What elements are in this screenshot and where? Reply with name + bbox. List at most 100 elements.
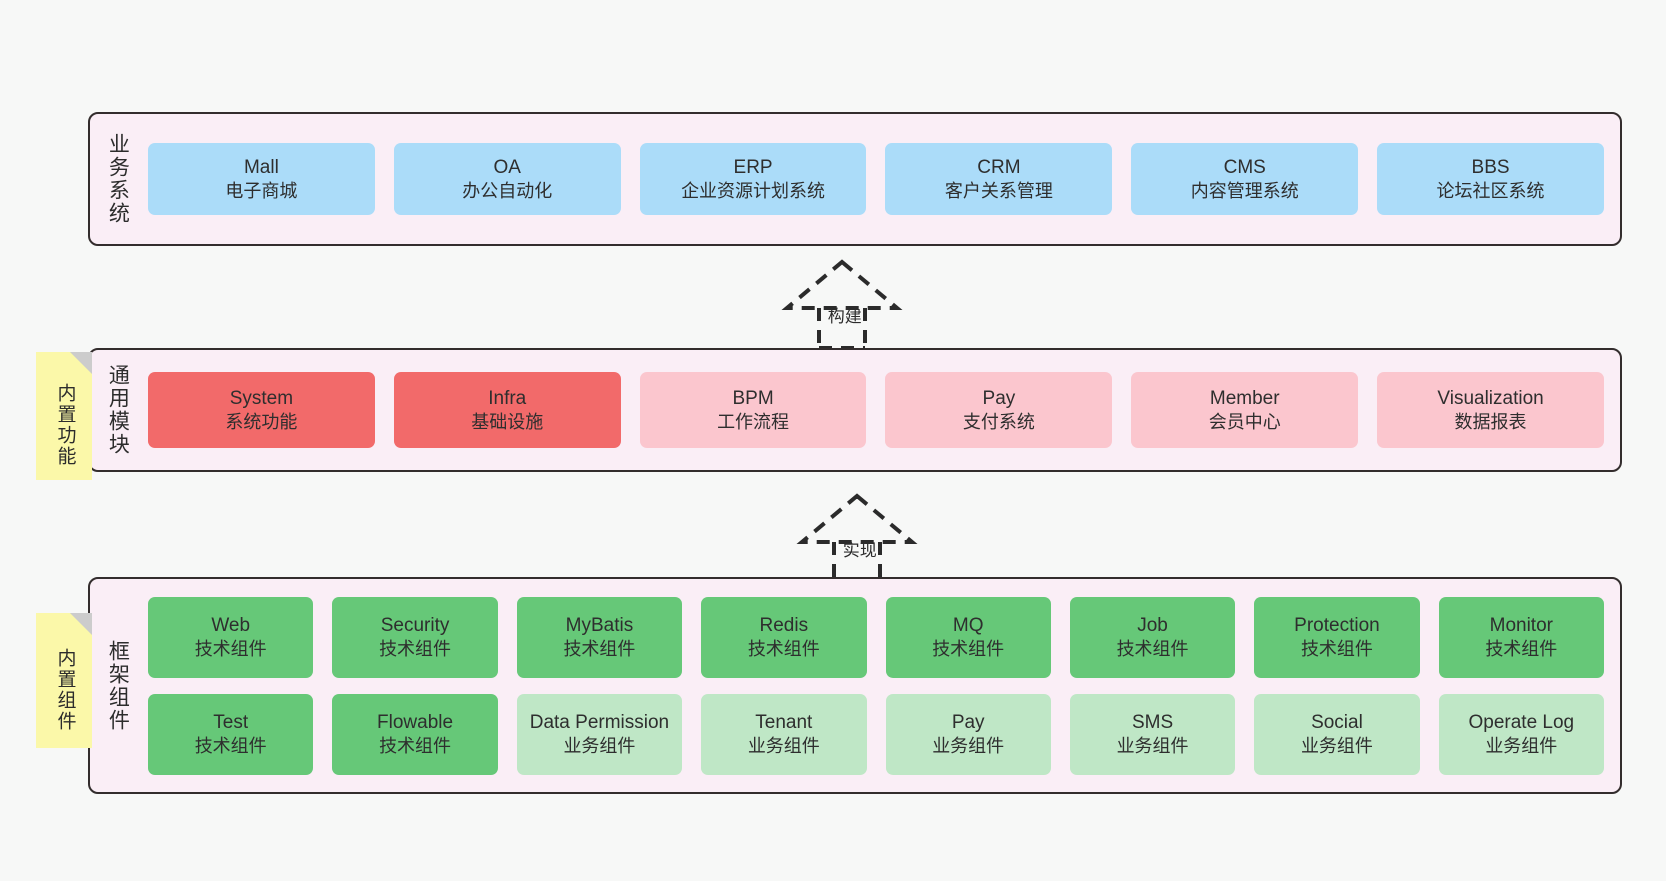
node-name: SMS <box>1131 712 1174 734</box>
node-name: MQ <box>952 615 984 637</box>
node-subtitle: 电子商城 <box>225 180 298 201</box>
node-subtitle: 技术组件 <box>1485 638 1558 659</box>
node-name: Tenant <box>755 712 813 734</box>
node-name: BPM <box>732 388 774 410</box>
node-data-permission[interactable]: Data Permission 业务组件 <box>516 693 683 775</box>
layer-title-text: 框架组件 <box>106 639 130 732</box>
node-web[interactable]: Web 技术组件 <box>148 596 314 678</box>
node-name: Visualization <box>1437 388 1544 410</box>
node-mybatis[interactable]: MyBatis 技术组件 <box>516 596 683 678</box>
node-name: Pay <box>982 388 1016 410</box>
node-subtitle: 会员中心 <box>1208 411 1281 432</box>
node-mall[interactable]: Mall 电子商城 <box>148 143 375 215</box>
node-name: Mall <box>243 157 279 179</box>
node-bpm[interactable]: BPM 工作流程 <box>639 372 867 448</box>
node-subtitle: 业务组件 <box>1300 735 1373 756</box>
node-name: Operate Log <box>1468 712 1575 734</box>
node-system[interactable]: System 系统功能 <box>148 372 375 448</box>
node-row: Web 技术组件 Security 技术组件 MyBatis 技术组件 Redi… <box>148 596 1604 678</box>
node-member[interactable]: Member 会员中心 <box>1131 372 1359 448</box>
node-subtitle: 技术组件 <box>194 638 267 659</box>
node-subtitle: 技术组件 <box>1300 638 1373 659</box>
node-subtitle: 业务组件 <box>1116 735 1189 756</box>
node-name: Protection <box>1294 615 1380 637</box>
node-monitor[interactable]: Monitor 技术组件 <box>1438 596 1604 678</box>
connector-build: 构建 <box>757 258 927 350</box>
node-operate-log[interactable]: Operate Log 业务组件 <box>1438 693 1604 775</box>
node-subtitle: 技术组件 <box>1116 638 1189 659</box>
note-label: 内置功能 <box>54 383 76 467</box>
node-subtitle: 技术组件 <box>563 638 636 659</box>
note-builtin-components[interactable]: 内置组件 <box>36 613 92 748</box>
layer-framework-components[interactable]: 框架组件 Web 技术组件 Security 技术组件 MyBatis 技术组件… <box>88 577 1622 794</box>
node-job[interactable]: Job 技术组件 <box>1069 596 1236 678</box>
node-cms[interactable]: CMS 内容管理系统 <box>1131 143 1359 215</box>
node-pay-component[interactable]: Pay 业务组件 <box>885 693 1051 775</box>
node-subtitle: 基础设施 <box>471 411 544 432</box>
node-tenant[interactable]: Tenant 业务组件 <box>701 693 867 775</box>
node-name: BBS <box>1471 157 1510 179</box>
node-social[interactable]: Social 业务组件 <box>1254 693 1420 775</box>
node-protection[interactable]: Protection 技术组件 <box>1254 596 1420 678</box>
node-name: OA <box>493 157 521 179</box>
node-bbs[interactable]: BBS 论坛社区系统 <box>1377 143 1604 215</box>
layer-title-text: 通用模块 <box>106 364 130 456</box>
node-subtitle: 支付系统 <box>962 411 1035 432</box>
node-test[interactable]: Test 技术组件 <box>148 693 314 775</box>
node-subtitle: 数据报表 <box>1454 411 1527 432</box>
node-name: Social <box>1311 712 1363 734</box>
node-name: Redis <box>759 615 809 637</box>
node-name: Web <box>211 615 251 637</box>
node-subtitle: 业务组件 <box>1485 735 1558 756</box>
node-name: Flowable <box>377 712 454 734</box>
layer-business-systems[interactable]: 业务系统 Mall 电子商城 OA 办公自动化 ERP 企业资源计划系统 CRM <box>88 112 1622 246</box>
node-row: System 系统功能 Infra 基础设施 BPM 工作流程 Pay 支付系统… <box>148 372 1604 448</box>
connector-label: 实现 <box>842 541 877 560</box>
layer-title-text: 业务系统 <box>106 133 130 225</box>
layer-body-common-modules: System 系统功能 Infra 基础设施 BPM 工作流程 Pay 支付系统… <box>144 350 1620 470</box>
node-subtitle: 业务组件 <box>747 735 820 756</box>
node-subtitle: 论坛社区系统 <box>1436 180 1545 201</box>
node-sms[interactable]: SMS 业务组件 <box>1069 693 1236 775</box>
node-flowable[interactable]: Flowable 技术组件 <box>332 693 498 775</box>
layer-body-framework-components: Web 技术组件 Security 技术组件 MyBatis 技术组件 Redi… <box>144 579 1620 792</box>
node-infra[interactable]: Infra 基础设施 <box>393 372 621 448</box>
node-subtitle: 业务组件 <box>932 735 1005 756</box>
node-subtitle: 企业资源计划系统 <box>681 180 826 201</box>
node-subtitle: 工作流程 <box>717 411 790 432</box>
layer-body-business-systems: Mall 电子商城 OA 办公自动化 ERP 企业资源计划系统 CRM 客户关系… <box>144 114 1620 244</box>
node-subtitle: 系统功能 <box>225 411 298 432</box>
node-name: ERP <box>733 157 773 179</box>
node-crm[interactable]: CRM 客户关系管理 <box>885 143 1113 215</box>
connector-label: 构建 <box>827 307 862 326</box>
node-name: Monitor <box>1489 615 1553 637</box>
node-oa[interactable]: OA 办公自动化 <box>393 143 621 215</box>
node-subtitle: 技术组件 <box>379 638 452 659</box>
node-name: Infra <box>488 388 527 410</box>
node-name: System <box>229 388 294 410</box>
node-pay-module[interactable]: Pay 支付系统 <box>885 372 1113 448</box>
node-name: Data Permission <box>529 712 670 734</box>
node-subtitle: 技术组件 <box>932 638 1005 659</box>
node-redis[interactable]: Redis 技术组件 <box>701 596 867 678</box>
node-name: MyBatis <box>565 615 634 637</box>
node-name: Test <box>213 712 249 734</box>
node-subtitle: 业务组件 <box>563 735 636 756</box>
layer-common-modules[interactable]: 通用模块 System 系统功能 Infra 基础设施 BPM 工作流程 Pay <box>88 348 1622 472</box>
node-visualization[interactable]: Visualization 数据报表 <box>1377 372 1604 448</box>
node-name: Security <box>380 615 450 637</box>
node-name: CRM <box>977 157 1021 179</box>
node-mq[interactable]: MQ 技术组件 <box>885 596 1051 678</box>
node-subtitle: 技术组件 <box>194 735 267 756</box>
node-erp[interactable]: ERP 企业资源计划系统 <box>639 143 867 215</box>
node-subtitle: 内容管理系统 <box>1190 180 1299 201</box>
node-name: CMS <box>1223 157 1266 179</box>
node-row: Test 技术组件 Flowable 技术组件 Data Permission … <box>148 693 1604 775</box>
note-builtin-functions[interactable]: 内置功能 <box>36 352 92 480</box>
node-row: Mall 电子商城 OA 办公自动化 ERP 企业资源计划系统 CRM 客户关系… <box>148 143 1604 215</box>
layer-title-business-systems: 业务系统 <box>90 114 144 244</box>
connector-implement: 实现 <box>772 492 942 584</box>
node-name: Pay <box>951 712 985 734</box>
node-security[interactable]: Security 技术组件 <box>332 596 498 678</box>
